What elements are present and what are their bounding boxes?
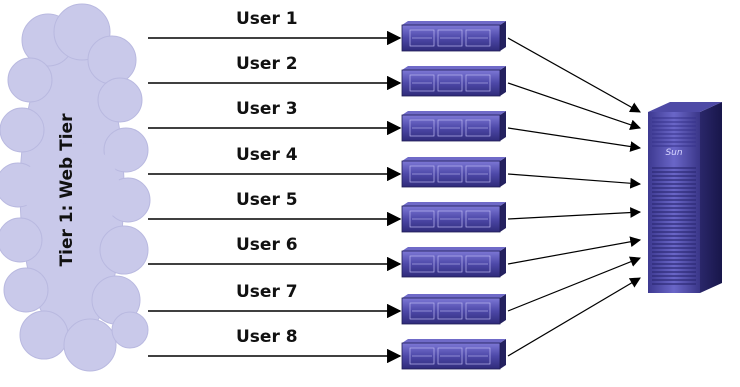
server-arrow-3 xyxy=(507,127,642,152)
web-server-3 xyxy=(401,111,506,142)
server-arrow-5 xyxy=(507,207,642,220)
server-to-backend-arrows xyxy=(507,37,642,357)
user-label-3: User 3 xyxy=(236,99,298,119)
web-server-6 xyxy=(401,247,506,278)
server-arrow-1 xyxy=(507,37,641,113)
user-label-6: User 6 xyxy=(236,235,298,255)
web-server-5 xyxy=(401,202,506,233)
backend-server: Sun xyxy=(648,102,722,293)
user-label-2: User 2 xyxy=(236,54,298,74)
user-label-5: User 5 xyxy=(236,190,298,210)
web-server-7 xyxy=(401,294,506,325)
server-arrow-8 xyxy=(507,277,641,357)
user-label-8: User 8 xyxy=(236,327,298,347)
web-server-4 xyxy=(401,157,506,188)
web-servers xyxy=(401,21,506,370)
server-arrow-2 xyxy=(507,82,642,130)
server-grill xyxy=(652,117,696,285)
user-label-4: User 4 xyxy=(236,145,298,165)
user-arrows xyxy=(148,30,402,364)
server-arrow-6 xyxy=(507,236,642,265)
tier-label: Tier 1: Web Tier xyxy=(57,113,77,267)
user-label-7: User 7 xyxy=(236,282,298,302)
user-label-1: User 1 xyxy=(236,9,298,29)
web-tier-cloud xyxy=(0,3,151,372)
web-server-8 xyxy=(401,339,506,370)
web-server-2 xyxy=(401,66,506,97)
server-arrow-4 xyxy=(507,173,642,189)
web-server-1 xyxy=(401,21,506,52)
server-arrow-7 xyxy=(507,256,642,312)
sun-logo: Sun xyxy=(665,148,682,158)
